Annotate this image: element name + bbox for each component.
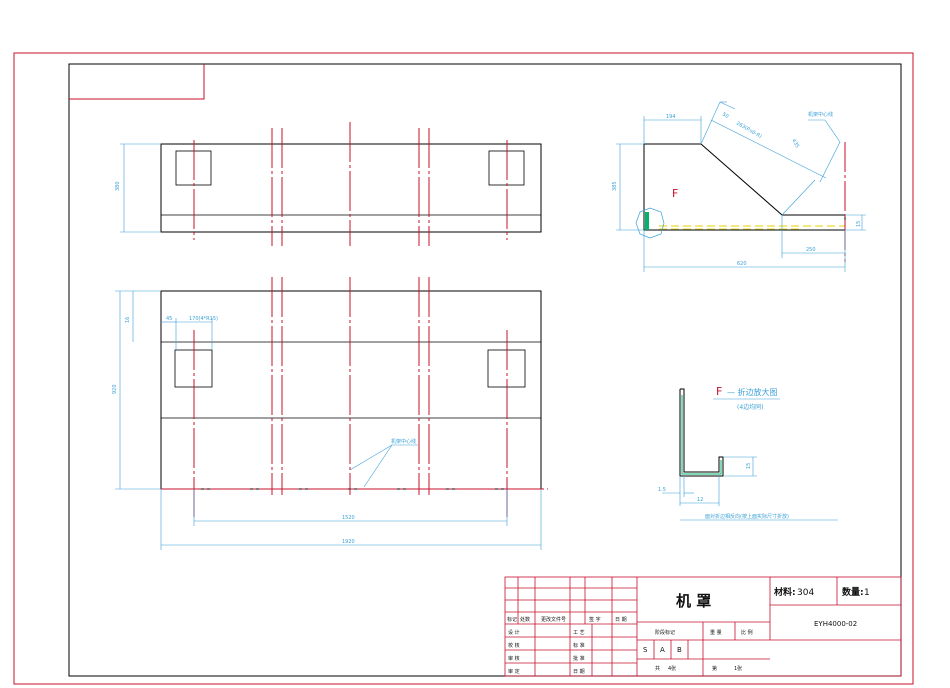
top-dim-offset-label: 16 [125,317,131,323]
stage-cell-b: B [677,646,682,654]
sheet-no-label: 第 [712,665,717,672]
front-view: 380 [115,122,542,246]
detail-subtitle: (4边均同) [737,403,764,411]
side-dim-slant-small-label: 50 [721,112,730,120]
front-centerlines [193,122,508,246]
rev-header-count: 处数 [520,616,530,623]
label-ratify: 批 准 [573,655,585,662]
front-dim-height-label: 380 [115,181,121,191]
detail-f-circle [635,207,665,239]
label-standard: 标 准 [573,642,585,649]
sheets-total: 4张 [668,665,676,672]
top-outline [160,290,542,490]
top-dim-slot-label: 170(4*R15) [189,316,218,322]
detail-f-label: F [672,187,678,200]
weight-label: 重 量 [710,629,722,636]
material-value: 304 [797,588,814,598]
side-dim-height-label: 385 [612,181,618,191]
side-dims [616,101,866,272]
detail-dims [662,456,838,521]
top-centerlines [161,277,548,520]
inner-border [68,63,902,677]
sheet-no: 1张 [734,665,742,672]
detail-dim-width-label: 12 [697,497,703,503]
side-dim-top-label: 194 [666,114,676,120]
side-callout-label: 机架中心线 [808,111,833,118]
detail-dim-height-label: 15 [746,463,752,469]
detail-view: F — 折边放大图 (4边均同) 15 1.5 12 面对折边相反向(按上面实际… [658,385,838,521]
side-view: F 194 385 620 250 15 50 [612,101,866,272]
rev-header-date: 日 期 [615,617,627,623]
title-block [504,576,902,677]
detail-dim-left-label: 1.5 [658,487,666,493]
label-process: 工 艺 [573,630,585,636]
outer-border [13,52,914,685]
label-design: 设 计 [508,629,520,636]
top-dims [115,290,542,550]
front-dim-height [120,143,161,233]
detail-inner-green [681,395,722,475]
drawing-number: EYH4000-02 [814,620,857,628]
side-dim-total-label: 620 [737,261,747,267]
scale-label: 比 例 [741,629,753,636]
front-outline [160,143,542,233]
detail-title-text: — 折边放大图 [727,387,778,397]
stage-cell-s: S [643,646,648,654]
detail-note: 面对折边相反向(按上面实际尺寸折放) [705,513,789,520]
label-date: 日 期 [573,669,585,675]
rev-header-sign: 签 字 [589,616,601,623]
quantity-label: 数量: [842,586,864,598]
top-dim-height-label: 920 [112,384,118,394]
sheets-total-label: 共 [655,665,660,672]
side-dim-slant-r-label: 435 [790,138,800,149]
part-name: 机 罩 [676,592,711,610]
quantity-value: 1 [864,588,870,598]
top-dim-left-label: 45 [166,316,172,322]
side-dim-slant-main-label: 263(P.s0-R) [735,121,763,140]
rev-header-docno: 更改文件号 [541,616,566,623]
top-callout-label: 机架中心线 [391,438,416,445]
label-approve: 审 定 [508,668,520,675]
detail-profile [679,388,724,477]
stage-cell-a: A [660,646,665,654]
detail-title-letter: F [716,385,722,398]
material-label: 材料: [773,586,796,598]
top-dim-total-label: 1920 [342,539,355,545]
top-view: 920 16 45 170(4*R15) 1520 1920 机架中心线 [112,277,548,550]
top-dim-inner-label: 1520 [342,515,355,521]
label-check: 校 核 [508,642,520,649]
corner-box [69,64,205,100]
side-dim-flange-label: 15 [856,221,862,227]
rev-header-mark: 标记 [507,616,517,623]
detail-f-marker [645,212,649,230]
stage-label: 阶段标记 [655,629,675,636]
label-review: 审 核 [508,655,520,662]
side-dim-tail-label: 250 [806,247,816,253]
